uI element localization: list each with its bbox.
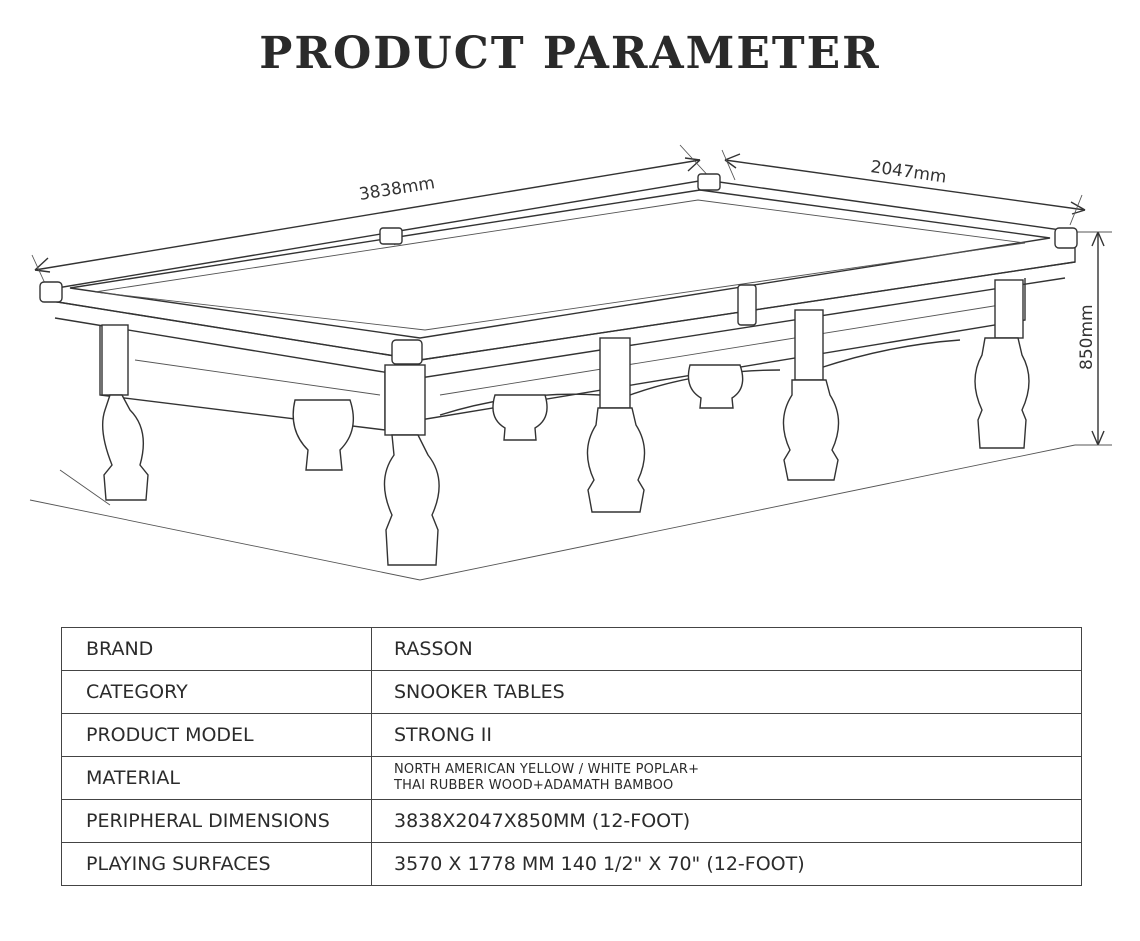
spec-table: BRAND RASSON CATEGORY SNOOKER TABLES PRO… — [61, 627, 1082, 886]
table-legs — [101, 279, 1030, 566]
length-dimension-label: 3838mm — [358, 173, 437, 205]
spec-value: 3838X2047X850MM (12-FOOT) — [371, 799, 1082, 843]
leg-front-middle — [586, 337, 646, 513]
spec-value: SNOOKER TABLES — [371, 670, 1082, 714]
table-row: PRODUCT MODEL STRONG II — [61, 713, 1082, 757]
material-line-1: NORTH AMERICAN YELLOW / WHITE POPLAR+ — [394, 762, 700, 777]
table-row: PERIPHERAL DIMENSIONS 3838X2047X850MM (1… — [61, 799, 1082, 843]
leg-back-left — [292, 399, 354, 471]
table-row: CATEGORY SNOOKER TABLES — [61, 670, 1082, 714]
table-row: BRAND RASSON — [61, 627, 1082, 671]
width-dimension-line — [721, 149, 1086, 226]
spec-label: PERIPHERAL DIMENSIONS — [61, 799, 372, 843]
leg-back-mid — [492, 394, 548, 441]
spec-value: STRONG II — [371, 713, 1082, 757]
table-top — [44, 179, 1076, 379]
spec-value: NORTH AMERICAN YELLOW / WHITE POPLAR+ TH… — [371, 756, 1082, 800]
spec-label: PRODUCT MODEL — [61, 713, 372, 757]
page-title: PRODUCT PARAMETER — [259, 28, 881, 79]
table-row: PLAYING SURFACES 3570 X 1778 MM 140 1/2"… — [61, 842, 1082, 886]
spec-value: 3570 X 1778 MM 140 1/2" X 70" (12-FOOT) — [371, 842, 1082, 886]
leg-front-right — [782, 309, 840, 481]
length-dimension-line — [31, 144, 713, 291]
material-line-2: THAI RUBBER WOOD+ADAMATH BAMBOO — [394, 778, 674, 793]
spec-label: PLAYING SURFACES — [61, 842, 372, 886]
height-dimension-line — [1075, 231, 1112, 446]
leg-back-mid2 — [687, 364, 744, 409]
spec-label: BRAND — [61, 627, 372, 671]
table-row: MATERIAL NORTH AMERICAN YELLOW / WHITE P… — [61, 756, 1082, 800]
spec-value: RASSON — [371, 627, 1082, 671]
spec-label: CATEGORY — [61, 670, 372, 714]
spec-label: MATERIAL — [61, 756, 372, 800]
width-dimension-label: 2047mm — [869, 157, 947, 187]
leg-front-corner — [383, 364, 440, 566]
pockets — [39, 173, 1078, 365]
leg-back-right — [974, 279, 1030, 449]
snooker-table-drawing: 3838mm 2047mm 850mm — [29, 144, 1112, 581]
floor-guides — [29, 444, 1076, 581]
leg-front-left — [101, 324, 149, 501]
height-dimension-label: 850mm — [1077, 304, 1097, 370]
